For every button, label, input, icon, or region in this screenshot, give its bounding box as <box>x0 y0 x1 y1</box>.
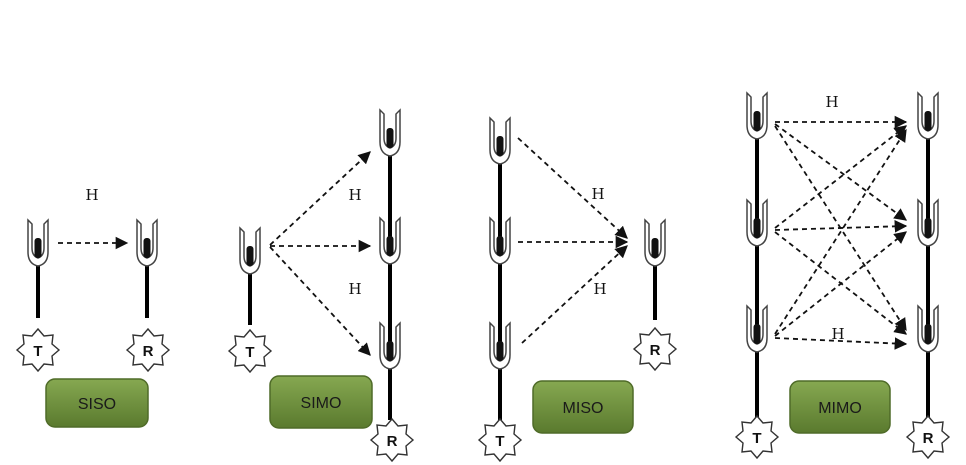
siso-diagram: H T R SISO <box>15 186 171 428</box>
mimo-diagram: H H T R MIMO <box>734 91 951 460</box>
receiver-star-icon: R <box>905 414 951 460</box>
transmitter-star-icon: T <box>734 414 780 460</box>
arrow-icon <box>774 220 908 233</box>
transmitter-star-icon: T <box>227 328 273 374</box>
siso-button-label: SISO <box>78 396 116 413</box>
channel-label: H <box>348 280 361 298</box>
arrow-icon <box>774 125 907 229</box>
simo-button-label: SIMO <box>301 395 342 412</box>
channel-label: H <box>825 93 838 111</box>
antenna-icon <box>746 304 768 353</box>
antenna-icon <box>917 91 939 140</box>
miso-diagram: H H T R MISO <box>477 116 678 463</box>
receiver-letter: R <box>650 342 661 359</box>
antenna-icon <box>136 218 158 267</box>
receiver-letter: R <box>387 433 398 450</box>
arrow-icon <box>269 246 371 356</box>
arrow-icon <box>774 231 907 337</box>
channel-label: H <box>831 325 844 343</box>
antenna-icon <box>379 321 401 370</box>
receiver-star-icon: R <box>632 326 678 372</box>
antenna-icon <box>917 304 939 353</box>
antenna-icon <box>489 216 511 265</box>
antenna-icon <box>27 218 49 267</box>
arrow-icon <box>774 123 908 221</box>
mimo-button[interactable]: MIMO <box>789 380 891 434</box>
receiver-letter: R <box>143 343 154 360</box>
antenna-icon <box>379 216 401 265</box>
receiver-star-icon: R <box>369 417 415 463</box>
arrow-icon <box>774 128 907 335</box>
antenna-icon <box>746 198 768 247</box>
channel-label: H <box>85 186 98 204</box>
antenna-icon <box>644 218 666 267</box>
transmitter-letter: T <box>495 433 504 450</box>
antenna-icon <box>489 321 511 370</box>
antenna-icon <box>379 108 401 157</box>
antenna-icon <box>917 198 939 247</box>
simo-button[interactable]: SIMO <box>269 375 373 429</box>
miso-button[interactable]: MISO <box>532 380 634 434</box>
siso-button[interactable]: SISO <box>45 378 149 428</box>
simo-diagram: H H T R SIMO <box>227 108 415 463</box>
channel-label: H <box>591 185 604 203</box>
receiver-star-icon: R <box>125 327 171 373</box>
channel-label: H <box>593 280 606 298</box>
arrow-icon <box>774 337 908 350</box>
mimo-button-label: MIMO <box>818 400 862 417</box>
antenna-icon <box>746 91 768 140</box>
transmitter-letter: T <box>33 343 42 360</box>
antenna-icon <box>489 116 511 165</box>
miso-button-label: MISO <box>563 400 604 417</box>
transmitter-star-icon: T <box>15 327 61 373</box>
arrow-icon <box>517 137 628 239</box>
transmitter-star-icon: T <box>477 417 523 463</box>
transmitter-letter: T <box>752 430 761 447</box>
antenna-icon <box>239 226 261 275</box>
transmitter-letter: T <box>245 344 254 361</box>
arrow-icon <box>269 151 371 246</box>
channel-label: H <box>348 186 361 204</box>
receiver-letter: R <box>923 430 934 447</box>
arrow-icon <box>521 245 628 344</box>
